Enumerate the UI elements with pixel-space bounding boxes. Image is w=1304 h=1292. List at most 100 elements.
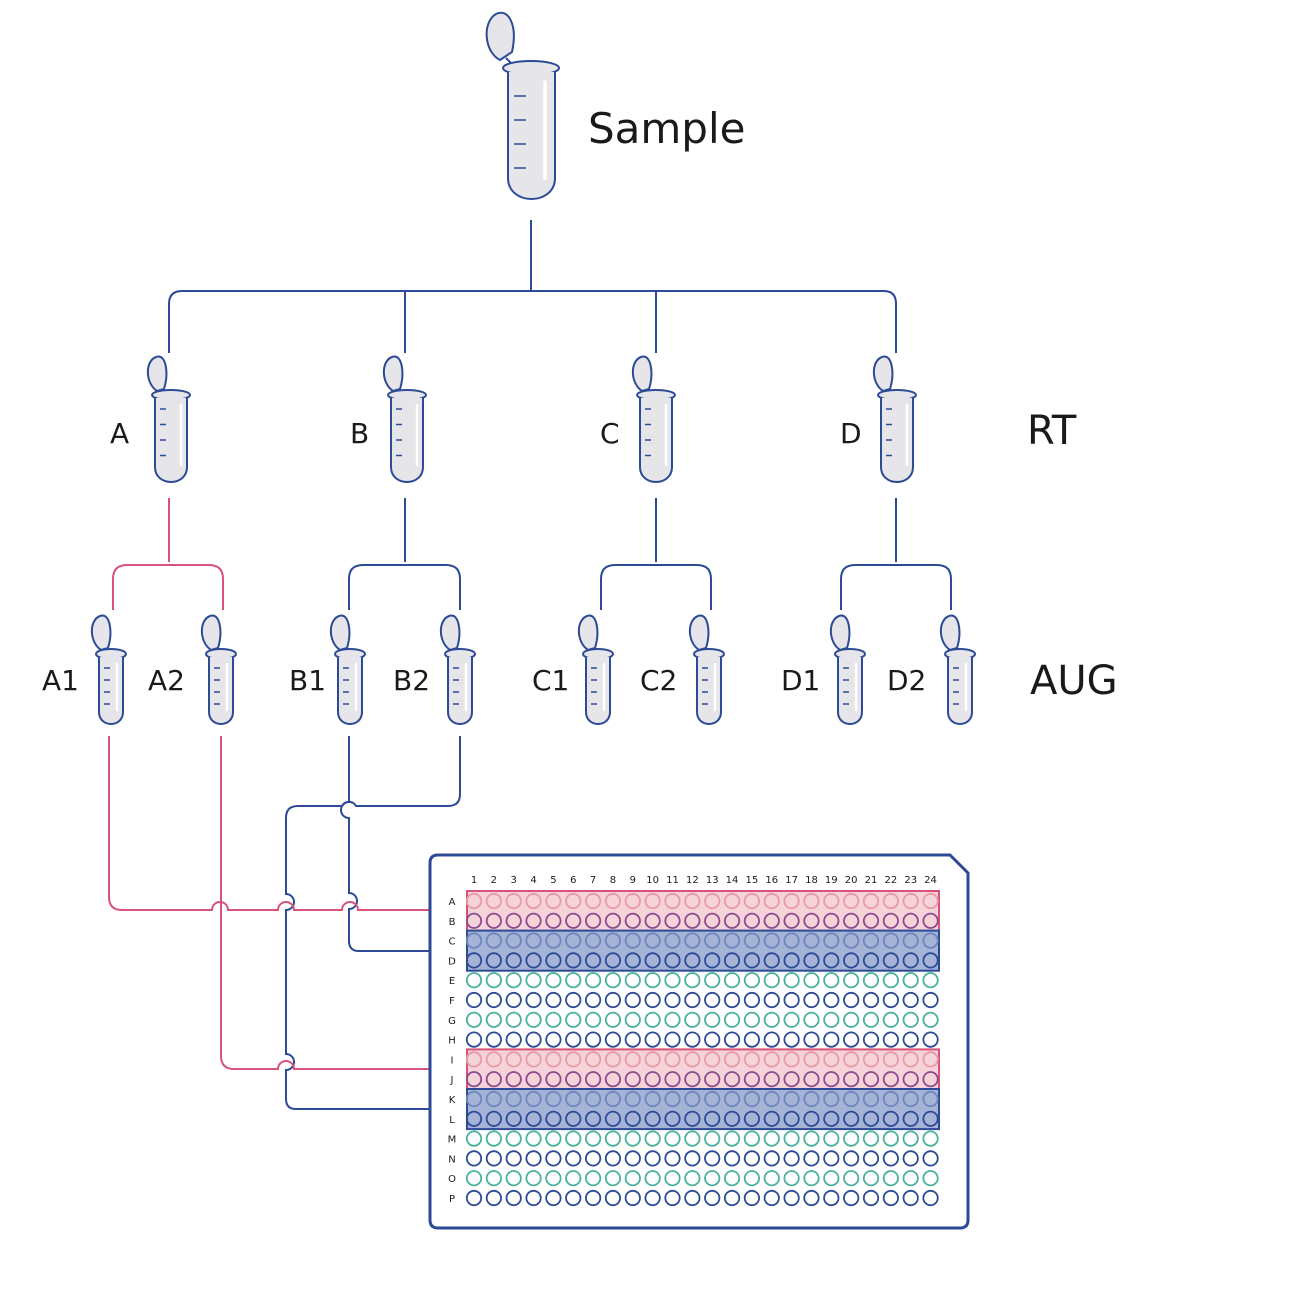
rt-label-b: B: [350, 417, 369, 450]
plate-well: [763, 972, 780, 989]
plate-well: [584, 932, 602, 949]
plate-well: [545, 972, 562, 989]
plate-well: [624, 932, 641, 949]
plate-well: [882, 1110, 899, 1127]
plate-well: [465, 1189, 483, 1207]
plate-column-label: 21: [865, 875, 878, 886]
rt-label-d: D: [840, 417, 862, 450]
plate-well: [565, 1110, 582, 1127]
plate-well: [743, 952, 761, 969]
plate-well: [843, 1130, 860, 1147]
plate-well: [465, 952, 483, 969]
plate-column-label: 17: [785, 875, 798, 886]
plate-well: [882, 972, 899, 989]
plate-well: [723, 1011, 741, 1028]
plate-well: [664, 1090, 681, 1108]
aug-label-a1: A1: [42, 664, 79, 697]
plate-well: [902, 892, 919, 910]
plate-well: [565, 1170, 582, 1187]
plate-well: [644, 1090, 661, 1108]
plate-well: [624, 1130, 641, 1147]
plate-well: [862, 1130, 880, 1147]
plate-column-label: 16: [765, 875, 778, 886]
plate-well: [783, 1031, 800, 1048]
plate-well: [664, 1011, 681, 1028]
plate-column-label: 12: [686, 875, 699, 886]
plate-well: [723, 932, 741, 949]
plate-well: [505, 1031, 522, 1048]
plate-well: [604, 1189, 622, 1207]
plate-well: [704, 1011, 721, 1028]
plate-highlights: [466, 890, 940, 1131]
stage-label-aug: AUG: [1030, 658, 1118, 704]
plate-well: [684, 1071, 701, 1088]
plate-row-label: N: [448, 1154, 455, 1165]
plate-well: [843, 1090, 860, 1108]
plate-well: [664, 972, 681, 989]
highlighted-rows-ij: [466, 1048, 940, 1091]
plate-well: [604, 952, 622, 969]
plate-well: [902, 912, 919, 929]
plate-well: [763, 1130, 780, 1147]
plate-row-label: C: [449, 937, 456, 948]
plate-column-label: 2: [491, 875, 497, 886]
plate-well: [862, 1170, 880, 1187]
plate-well: [723, 1071, 741, 1088]
plate-column-label: 1: [471, 875, 477, 886]
plate-well: [485, 932, 502, 949]
plate-well: [465, 1090, 483, 1108]
plate-well: [624, 912, 641, 929]
plate-row-label: D: [448, 956, 456, 967]
plate-column-label: 8: [610, 875, 616, 886]
aug-tube-d2-icon: [939, 614, 976, 725]
plate-well: [783, 1051, 800, 1068]
plate-column-label: 3: [511, 875, 517, 886]
plate-well: [743, 892, 761, 910]
plate-well: [723, 1150, 741, 1167]
plate-well: [823, 1110, 840, 1127]
plate-well: [664, 1110, 681, 1127]
plate-well: [823, 1150, 840, 1167]
plate-well: [545, 1130, 562, 1147]
plate-well: [803, 1150, 820, 1167]
plate-well: [843, 952, 860, 969]
plate-well: [882, 991, 899, 1009]
plate-row-label: E: [449, 976, 455, 987]
plate-well: [823, 932, 840, 949]
plate-well: [565, 1071, 582, 1088]
plate-well: [763, 892, 780, 910]
plate-well: [664, 1031, 681, 1048]
plate-well: [743, 1071, 761, 1088]
plate-row-label: B: [449, 917, 456, 928]
plate-well: [525, 892, 542, 910]
plate-well: [783, 952, 800, 969]
sample-label: Sample: [588, 104, 745, 153]
plate-well: [843, 1189, 860, 1207]
plate-row-label: H: [448, 1036, 456, 1047]
plate-well: [843, 1051, 860, 1068]
plate-well: [465, 892, 483, 910]
plate-well: [584, 952, 602, 969]
plate-well: [584, 1031, 602, 1048]
plate-well: [604, 1110, 622, 1127]
plate-well: [902, 1170, 919, 1187]
plate-well: [704, 1071, 721, 1088]
plate-well: [862, 1090, 880, 1108]
plate-well: [704, 952, 721, 969]
plate-well: [922, 991, 939, 1009]
plate-well: [763, 1090, 780, 1108]
plate-well: [545, 1090, 562, 1108]
plate-well: [862, 932, 880, 949]
plate-column-label: 22: [884, 875, 897, 886]
plate-column-label: 4: [530, 875, 536, 886]
plate-well: [922, 952, 939, 969]
plate-well: [823, 972, 840, 989]
plate-well: [862, 1189, 880, 1207]
plate-well: [783, 1170, 800, 1187]
plate-well: [565, 932, 582, 949]
plate-well: [505, 1150, 522, 1167]
plate-well: [505, 1071, 522, 1088]
plate-well: [823, 1090, 840, 1108]
plate-well: [545, 1150, 562, 1167]
